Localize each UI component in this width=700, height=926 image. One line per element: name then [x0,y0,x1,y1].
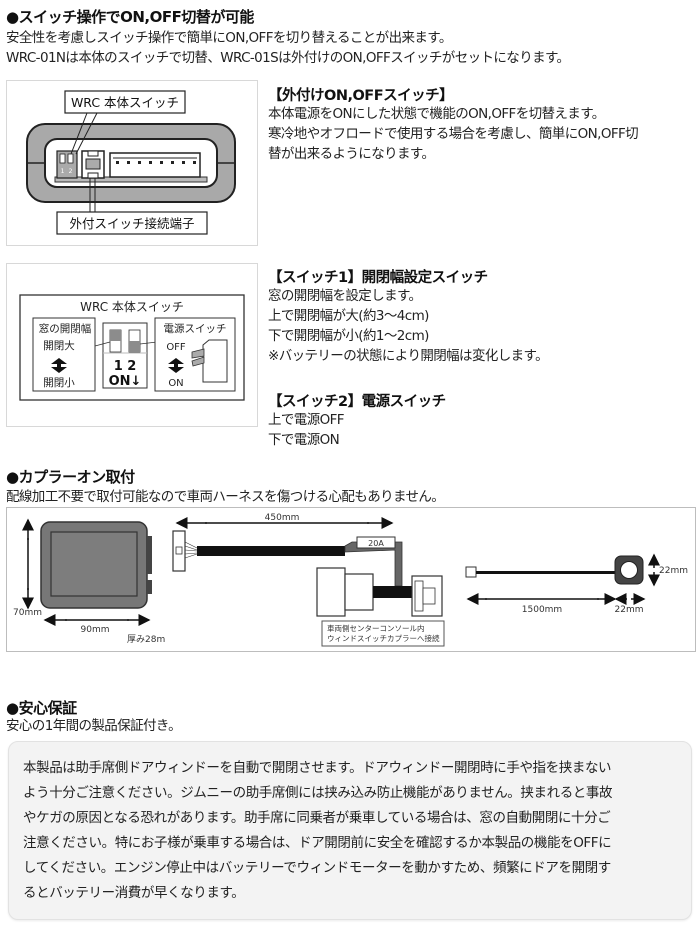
switch1-heading: 【スイッチ1】開閉幅設定スイッチ [268,270,488,286]
thickness-label: 厚み28m [127,634,165,645]
unit-connector-illustration: 1 2 WRC 本体スイッチ 外付スイッチ接続端子 [26,90,236,235]
warning-box: 本製品は助手席側ドアウィンドーを自動で開閉させます。ドアウィンドー開閉時に手や指… [8,741,692,920]
figure-wiring-diagram: 70mm 90mm 厚み28m 450mm 20A [6,507,696,652]
external-switch-heading: 【外付けON,OFFスイッチ】 [268,88,454,104]
external-switch-text: 寒冷地やオフロードで使用する場合を考慮し、簡単にON,OFF切 [268,126,639,142]
label-main-switch: WRC 本体スイッチ [71,95,179,110]
warning-line: 注意ください。特にお子様が乗車する場合は、ドア開閉前に安全を確認するか本製品の機… [23,835,612,851]
harness-cable [197,546,345,556]
power-on-label: ON [168,378,183,389]
up-down-arrow-icon [168,358,184,373]
connect-note-line: ウィンドスイッチカプラーへ接続 [327,633,440,643]
switch1-text: 上で開閉幅が大(約3～4cm) [268,308,429,324]
callout-main-switch [64,90,186,114]
section-heading-warranty: ●安心保証 [6,699,77,717]
window-width-small: 開閉小 [43,377,75,389]
switch1-text: 窓の開閉幅を設定します。 [268,288,422,304]
section-text: 安心の1年間の製品保証付き。 [6,718,182,734]
switch1-text: 下で開閉幅が小(約1～2cm) [268,328,429,344]
switch-panel-title: WRC 本体スイッチ [80,300,184,314]
connect-note-box [321,620,445,647]
cable-length-label: 1500mm [522,605,562,615]
dip-switch-illustration: WRC 本体スイッチ 窓の開閉幅 開閉大 開閉小 1 2 ON↓ 電源スイッチ … [19,294,245,401]
warning-line: 本製品は助手席側ドアウィンドーを自動で開閉させます。ドアウィンドー開閉時に手や指… [23,760,612,776]
warning-line: よう十分ご注意ください。ジムニーの助手席側には挟み込み防止機能がありません。挟ま… [23,785,613,801]
switch-width-label: 22mm [615,605,644,615]
dip-numbers: 1 2 [114,359,137,374]
switch-cable [476,571,616,574]
power-off-label: OFF [166,342,186,353]
switch1-note: ※バッテリーの状態により開閉幅は変化します。 [268,348,549,364]
window-width-box [32,317,96,392]
figure-dip-switch: WRC 本体スイッチ 窓の開閉幅 開閉大 開閉小 1 2 ON↓ 電源スイッチ … [6,263,258,427]
power-switch-drawing [202,339,228,383]
warning-line: してください。エンジン停止中はバッテリーでウィンドモーターを動かすため、頻繁にド… [23,860,611,876]
label-external-port: 外付スイッチ接続端子 [69,216,194,231]
harness-length-label: 450mm [265,513,300,523]
warning-line: るとバッテリー消費が早くなります。 [23,885,245,901]
figure-unit-connector: 1 2 WRC 本体スイッチ 外付スイッチ接続端子 [6,80,258,246]
dip-on-label: ON↓ [109,374,142,389]
switch2-text: 上で電源OFF [268,412,345,428]
switch2-text: 下で電源ON [268,432,340,448]
dim-height-label: 70mm [13,608,42,618]
cable-connector [465,566,477,578]
power-switch-title: 電源スイッチ [164,322,227,335]
dip-label-1: 1 [61,168,65,175]
switch2-heading: 【スイッチ2】電源スイッチ [268,394,446,410]
fuse-label: 20A [368,539,384,548]
unit-face [50,531,138,597]
dim-width-label: 90mm [81,625,110,635]
section-heading-switch-operation: ●スイッチ操作でON,OFF切替が可能 [6,8,254,26]
window-width-large: 開閉大 [43,339,75,352]
external-switch-text: 替が出来るようになります。 [268,146,435,162]
section-text: WRC-01Nは本体のスイッチで切替、WRC-01Sは外付けのON,OFFスイッ… [6,50,570,66]
warning-line: やケガの原因となる恐れがあります。助手席に同乗者が乗車している場合は、窓の自動開… [23,810,611,826]
section-heading-coupler: ●カプラーオン取付 [6,468,135,486]
wiring-diagram: 70mm 90mm 厚み28m 450mm 20A [13,513,688,647]
switch-height-label: 22mm [659,566,688,576]
dip-label-2: 2 [69,168,73,175]
window-width-title: 窓の開閉幅 [39,322,92,335]
connect-note-line: 車両側センターコンソール内 [327,623,425,633]
vehicle-connector [316,567,346,617]
section-text: 安全性を考慮しスイッチ操作で簡単にON,OFFを切り替えることが出来ます。 [6,30,452,46]
section-text: 配線加工不要で取付可能なので車両ハーネスを傷つける心配もありません。 [6,489,445,505]
callout-external-port [56,211,208,235]
external-switch-text: 本体電源をONにした状態で機能のON,OFFを切替えます。 [268,106,605,122]
fuse [356,536,396,549]
main-connector [109,152,201,178]
up-down-arrow-icon [51,358,67,373]
